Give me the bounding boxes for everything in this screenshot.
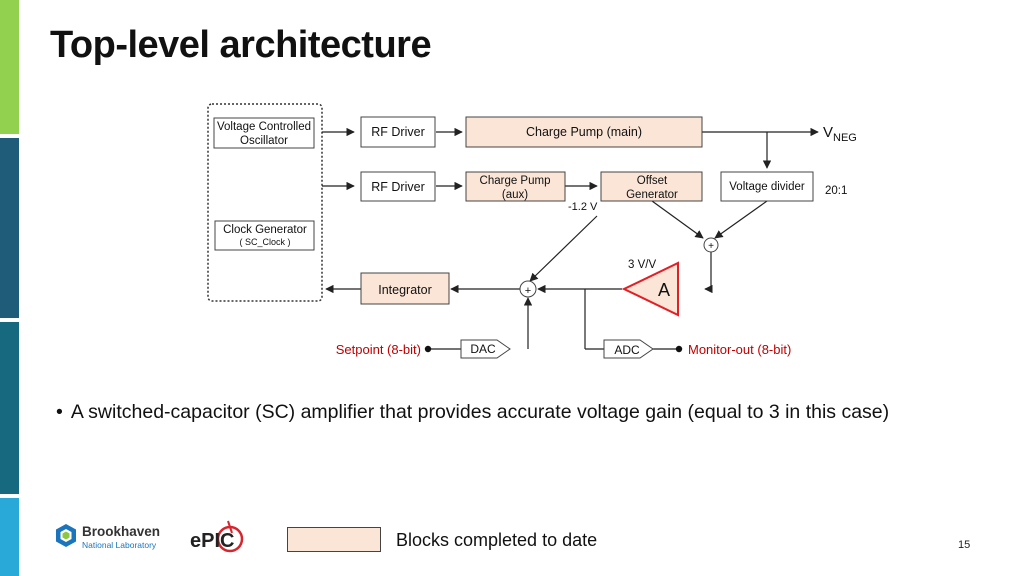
charge-pump-main-label: Charge Pump (main) xyxy=(526,125,642,139)
brookhaven-subtitle: National Laboratory xyxy=(82,540,157,550)
wire-divider-sum1 xyxy=(714,200,768,239)
sidebar-green xyxy=(0,0,19,134)
charge-pump-aux-label-1: Charge Pump xyxy=(480,175,551,187)
wire-offset-sum1 xyxy=(651,200,704,239)
epic-wordmark: ePIC xyxy=(190,530,234,552)
rf-driver-2-block xyxy=(360,171,436,202)
rf-driver-1-block xyxy=(360,116,436,148)
voltage-divider-label: Voltage divider xyxy=(729,181,805,193)
offset-voltage-label: -1.2 V xyxy=(568,201,598,213)
sidebar-teal xyxy=(0,322,19,494)
sidebar-light-blue xyxy=(0,498,19,576)
bullet-point: • A switched-capacitor (SC) amplifier tha… xyxy=(56,401,889,424)
summing-node-1 xyxy=(703,237,719,253)
rf-driver-2-label: RF Driver xyxy=(371,180,424,194)
brookhaven-hexagon-accent-icon xyxy=(62,531,70,540)
amplifier-label: A xyxy=(658,280,670,300)
epic-spark-icon xyxy=(227,520,233,534)
clock-gen-label-1: Clock Generator xyxy=(223,224,307,236)
monitor-terminal xyxy=(675,345,683,353)
oscillator-group-outline xyxy=(207,103,323,302)
epic-logo: ePIC xyxy=(190,520,244,553)
sidebar-dark-teal xyxy=(0,138,19,318)
dac-label: DAC xyxy=(470,342,496,356)
gain-label: 3 V/V xyxy=(628,259,656,271)
page-title: Top-level architecture xyxy=(50,24,432,66)
offset-generator-block xyxy=(600,171,703,202)
page-number: 15 xyxy=(958,539,971,551)
vneg-subscript: NEG xyxy=(833,132,857,144)
legend-label: Blocks completed to date xyxy=(396,530,598,550)
clock-generator-block xyxy=(214,220,315,251)
brookhaven-logo: Brookhaven National Laboratory xyxy=(56,524,160,550)
vneg-main: V xyxy=(823,124,833,141)
summing-node-2 xyxy=(519,280,537,298)
amplifier-triangle xyxy=(621,261,679,317)
summing-node-2-symbol: + xyxy=(525,285,531,297)
integrator-block xyxy=(360,272,450,305)
integrator-label: Integrator xyxy=(378,283,432,297)
adc-label: ADC xyxy=(614,343,640,357)
offset-gen-label-1: Offset xyxy=(637,175,668,187)
vco-block xyxy=(213,117,315,149)
wire-sum1-amp xyxy=(704,252,713,294)
setpoint-terminal xyxy=(424,345,432,353)
vco-label-1: Voltage Controlled xyxy=(217,121,311,133)
bullet-dot-icon: • xyxy=(56,401,63,423)
voltage-divider-block xyxy=(720,171,814,202)
clock-gen-label-2: ( SC_Clock ) xyxy=(239,237,290,247)
monitor-out-label: Monitor-out (8-bit) xyxy=(688,342,791,357)
offset-gen-label-2: Generator xyxy=(626,189,678,201)
charge-pump-aux-label-2: (aux) xyxy=(502,189,528,201)
vneg-label: VNEG xyxy=(823,124,857,144)
charge-pump-main-block xyxy=(465,116,703,148)
wire-offset-sum2 xyxy=(529,215,598,282)
summing-node-1-symbol: + xyxy=(708,241,714,252)
dac-block xyxy=(460,339,511,359)
adc-block xyxy=(603,339,654,359)
charge-pump-aux-block xyxy=(465,171,566,202)
bullet-text: A switched-capacitor (SC) amplifier that… xyxy=(70,401,890,423)
setpoint-label: Setpoint (8-bit) xyxy=(336,342,421,357)
brookhaven-name: Brookhaven xyxy=(82,524,160,539)
ratio-label: 20:1 xyxy=(825,185,847,197)
legend-completed-swatch xyxy=(287,527,381,552)
rf-driver-1-label: RF Driver xyxy=(371,125,424,139)
vco-label-2: Oscillator xyxy=(240,135,288,147)
